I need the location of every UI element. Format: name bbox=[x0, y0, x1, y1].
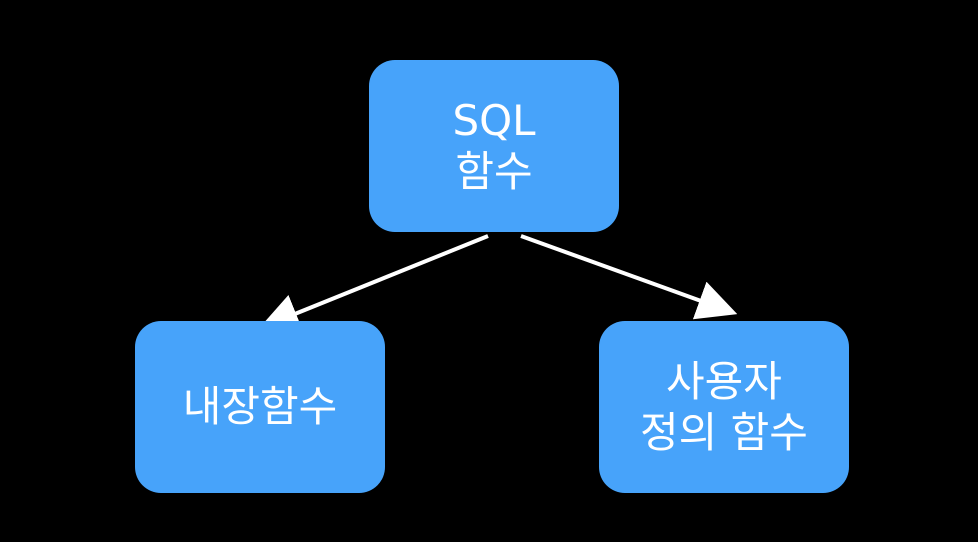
node-builtin-functions: 내장함수 bbox=[135, 321, 385, 493]
node-sql-functions-line-1: SQL bbox=[452, 95, 536, 145]
arrow-root-to-builtin bbox=[258, 234, 489, 333]
node-sql-functions-line-2: 함수 bbox=[455, 147, 533, 196]
node-user-defined-functions-line-2: 정의 함수 bbox=[640, 408, 808, 457]
arrow-root-to-udf bbox=[520, 234, 738, 320]
node-user-defined-functions-line-1: 사용자 bbox=[666, 356, 782, 406]
node-builtin-functions-label: 내장함수 bbox=[182, 382, 338, 432]
node-sql-functions: SQL 함수 bbox=[369, 60, 619, 232]
node-user-defined-functions: 사용자 정의 함수 bbox=[599, 321, 849, 493]
